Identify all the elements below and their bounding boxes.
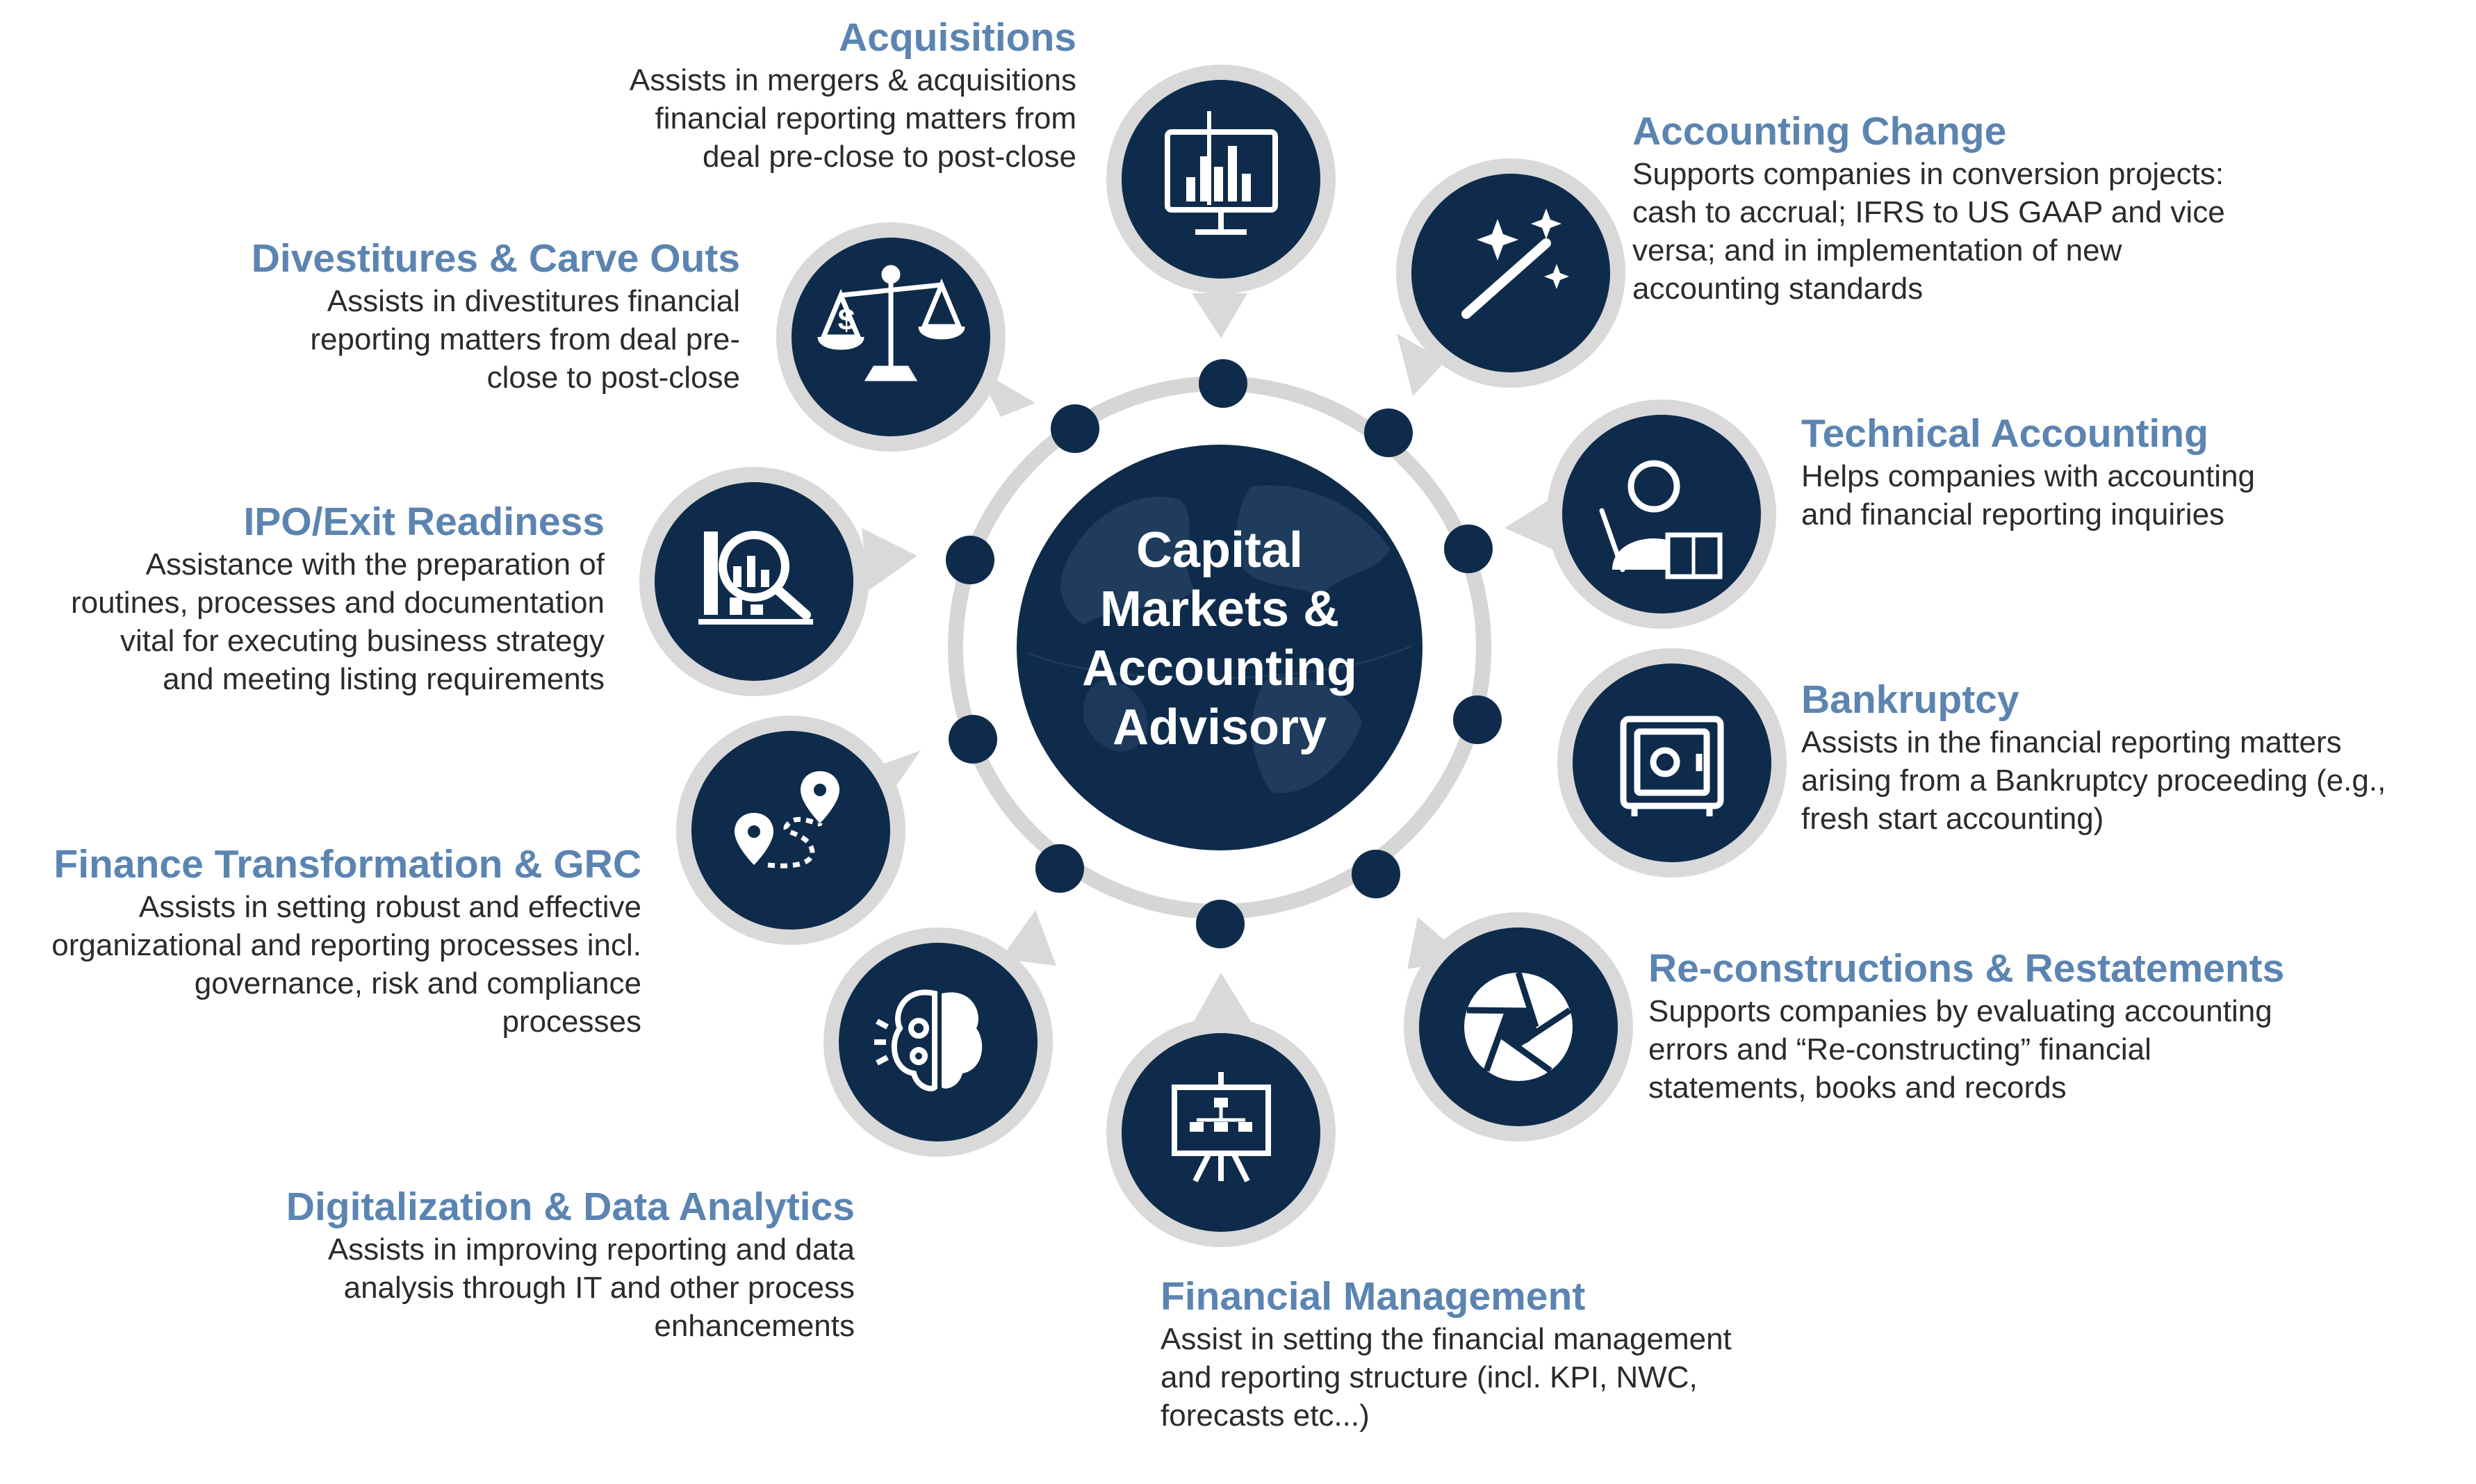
magnifier-chart-icon (698, 531, 813, 625)
service-divestitures: Divestitures & Carve Outs Assists in div… (252, 235, 740, 397)
connector-dot (1453, 695, 1502, 744)
service-acquisitions: Acquisitions Assists in mergers & acquis… (630, 14, 1076, 176)
center-globe (1017, 445, 1423, 850)
service-description: Assist in setting the financial manageme… (1161, 1322, 1732, 1433)
bubble-technical-accounting[interactable] (1505, 399, 1776, 629)
service-description: Assists in mergers & acquisitions financ… (629, 63, 1076, 174)
bubble-divestitures[interactable]: $ (776, 222, 1035, 452)
connector-dot (1035, 844, 1084, 893)
brain-gears-icon (874, 989, 983, 1091)
monitor-bar-chart-icon (1165, 111, 1278, 235)
service-title: Re-constructions & Restatements (1648, 946, 2285, 991)
service-title: Technical Accounting (1801, 411, 2208, 456)
service-description: Supports companies by evaluating account… (1648, 994, 2272, 1105)
connector-dot (1444, 525, 1493, 573)
connector-dot (1352, 850, 1400, 898)
service-title: Divestitures & Carve Outs (251, 236, 740, 281)
bubble-bankruptcy[interactable] (1557, 648, 1787, 877)
service-description: Assists in divestitures financial report… (310, 284, 740, 395)
safe-icon (1620, 716, 1724, 816)
service-bankruptcy: Bankruptcy Assists in the financial repo… (1801, 676, 2386, 838)
service-description: Helps companies with accounting and fina… (1801, 459, 2256, 531)
bubble-acquisitions[interactable] (1106, 65, 1336, 338)
presentation-board-icon (1172, 1072, 1271, 1182)
bubble-accounting-change[interactable] (1396, 158, 1625, 396)
service-title: Financial Management (1161, 1274, 1586, 1319)
bubble-reconstructions[interactable] (1404, 912, 1633, 1141)
bubble-finance-transformation[interactable] (676, 716, 921, 945)
connector-dot (946, 536, 994, 584)
service-description: Assistance with the preparation of routi… (70, 547, 605, 696)
service-finance-transformation: Finance Transformation & GRC Assists in … (51, 841, 641, 1041)
route-pins-icon (735, 771, 839, 868)
bubble-digitalization[interactable] (823, 910, 1056, 1157)
service-title: IPO/Exit Readiness (243, 500, 605, 544)
svg-text:$: $ (838, 303, 855, 337)
connector-dot (1199, 359, 1247, 408)
service-title: Accounting Change (1632, 109, 2007, 154)
service-title: Bankruptcy (1801, 677, 2019, 722)
service-description: Assists in setting robust and effective … (51, 890, 641, 1039)
center-title: Capital Markets & Accounting Advisory (1082, 522, 1357, 755)
service-title: Acquisitions (838, 15, 1076, 60)
service-digitalization: Digitalization & Data Analytics Assists … (286, 1183, 855, 1345)
connector-dot (1196, 900, 1245, 948)
connector-dot (1051, 404, 1099, 453)
magic-wand-icon (1461, 208, 1569, 319)
service-description: Assists in the financial reporting matte… (1801, 725, 2386, 836)
service-financial-management: Financial Management Assist in setting t… (1161, 1273, 1732, 1435)
bubble-ipo-exit[interactable] (639, 467, 917, 696)
service-title: Finance Transformation & GRC (54, 842, 641, 887)
service-reconstructions: Re-constructions & Restatements Supports… (1648, 945, 2284, 1107)
ring-connectors (946, 359, 1502, 948)
service-ipo-exit: IPO/Exit Readiness Assistance with the p… (71, 498, 605, 698)
connector-dot (949, 715, 997, 764)
service-description: Assists in improving reporting and data … (327, 1232, 855, 1343)
service-description: Supports companies in conversion project… (1632, 157, 2225, 306)
bubble-financial-management[interactable] (1106, 973, 1336, 1247)
service-technical-accounting: Technical Accounting Helps companies wit… (1801, 410, 2255, 534)
teacher-icon (1599, 460, 1723, 579)
service-accounting-change: Accounting Change Supports companies in … (1632, 108, 2225, 308)
service-title: Digitalization & Data Analytics (286, 1185, 855, 1229)
balance-scale-icon: $ (817, 265, 965, 381)
aperture-icon (1464, 971, 1573, 1081)
connector-dot (1364, 409, 1413, 457)
